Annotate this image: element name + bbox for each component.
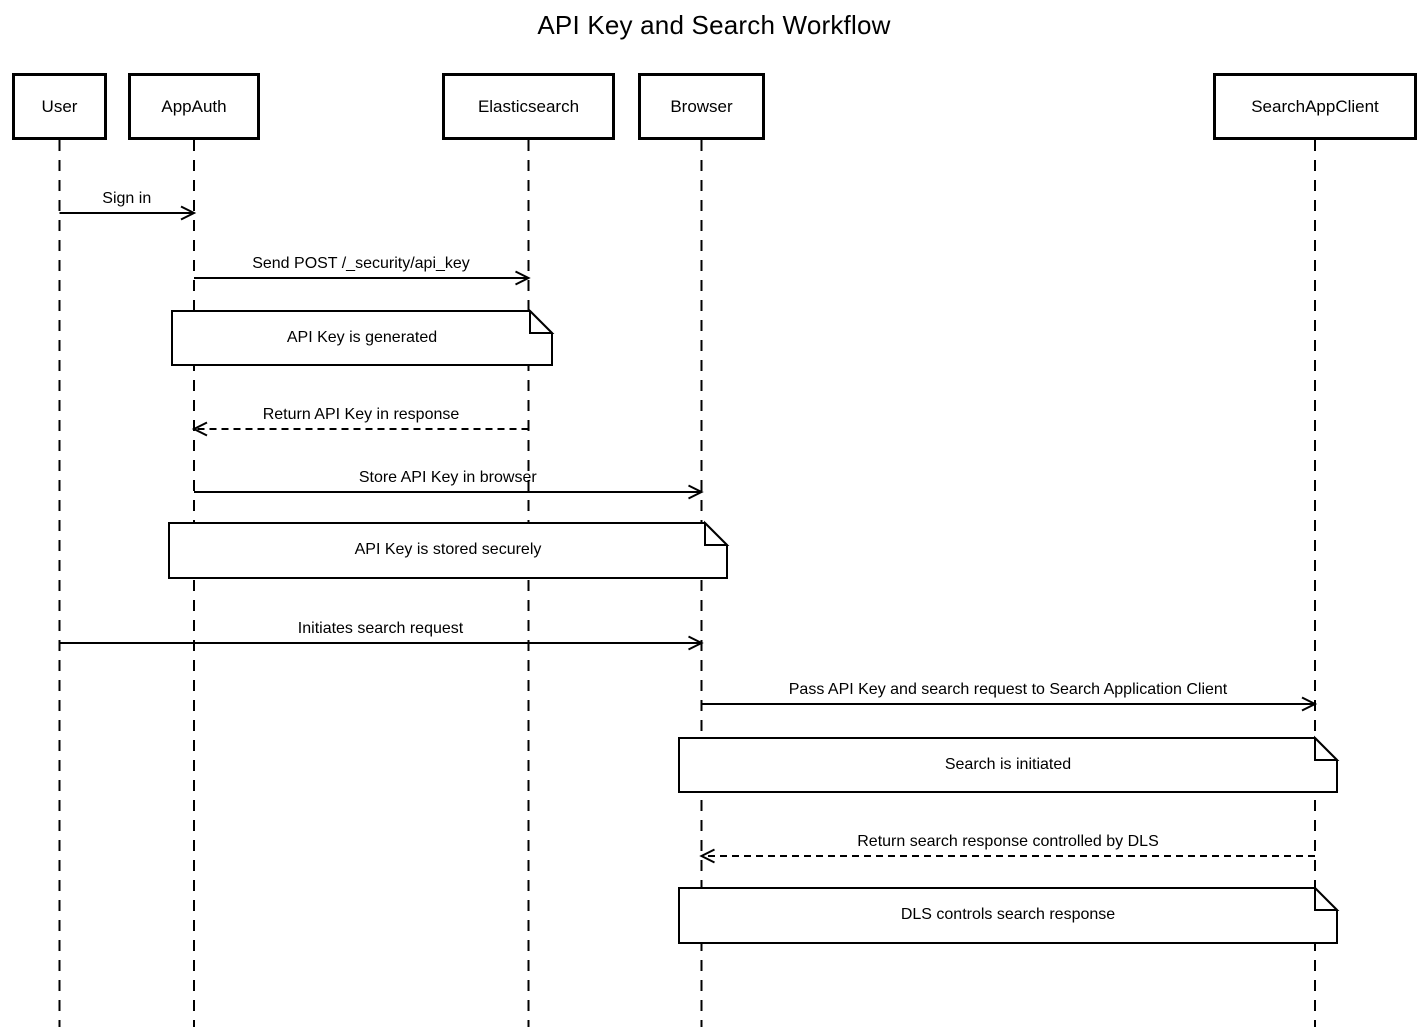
note-shape-api-key-generated — [171, 308, 555, 366]
note-shape-api-key-stored — [168, 520, 730, 579]
note-fold-icon — [529, 308, 555, 334]
arrowhead-left-icon — [191, 421, 208, 437]
participant-searchappclient: SearchAppClient — [1213, 73, 1417, 140]
note-shape-dls-controls — [678, 885, 1340, 944]
arrowhead-right-icon — [688, 484, 704, 500]
message-label-return-search-response: Return search response controlled by DLS — [857, 833, 1159, 850]
message-label-send-post: Send POST /_security/api_key — [252, 255, 470, 272]
participant-browser: Browser — [638, 73, 765, 140]
message-label-pass-api-key: Pass API Key and search request to Searc… — [788, 681, 1228, 698]
message-arrow-sign-in — [59, 205, 197, 221]
note-fold-icon — [1314, 885, 1340, 911]
participant-label: Elasticsearch — [477, 96, 580, 116]
arrowhead-right-icon — [688, 635, 704, 651]
diagram-title: API Key and Search Workflow — [537, 10, 891, 40]
note-label-api-key-generated: API Key is generated — [286, 329, 438, 346]
message-arrow-initiates-search — [59, 635, 704, 651]
note-shape-search-initiated — [678, 735, 1340, 793]
message-arrow-return-api-key — [191, 421, 529, 437]
participant-elasticsearch: Elasticsearch — [442, 73, 615, 140]
arrowhead-left-icon — [699, 848, 715, 864]
participant-label: Browser — [670, 96, 733, 116]
arrowhead-right-icon — [515, 270, 531, 286]
message-arrow-return-search-response — [699, 848, 1315, 864]
message-label-store-api-key: Store API Key in browser — [358, 469, 537, 486]
note-label-search-initiated: Search is initiated — [944, 756, 1072, 773]
note-fold-icon — [1314, 735, 1340, 761]
note-label-api-key-stored: API Key is stored securely — [354, 541, 542, 558]
participant-user: User — [12, 73, 107, 140]
note-label-dls-controls: DLS controls search response — [900, 906, 1116, 923]
message-label-return-api-key: Return API Key in response — [262, 406, 460, 423]
arrowhead-right-icon — [180, 205, 197, 221]
note-fold-icon — [704, 520, 730, 546]
participant-label: SearchAppClient — [1251, 96, 1379, 116]
arrowhead-right-icon — [1301, 696, 1318, 712]
message-label-sign-in: Sign in — [102, 190, 152, 207]
message-label-initiates-search: Initiates search request — [297, 620, 464, 637]
participant-label: AppAuth — [161, 96, 227, 116]
message-arrow-send-post — [194, 270, 531, 286]
participant-label: User — [41, 96, 78, 116]
message-arrow-store-api-key — [194, 484, 704, 500]
participant-appauth: AppAuth — [128, 73, 260, 140]
message-arrow-pass-api-key — [701, 696, 1318, 712]
